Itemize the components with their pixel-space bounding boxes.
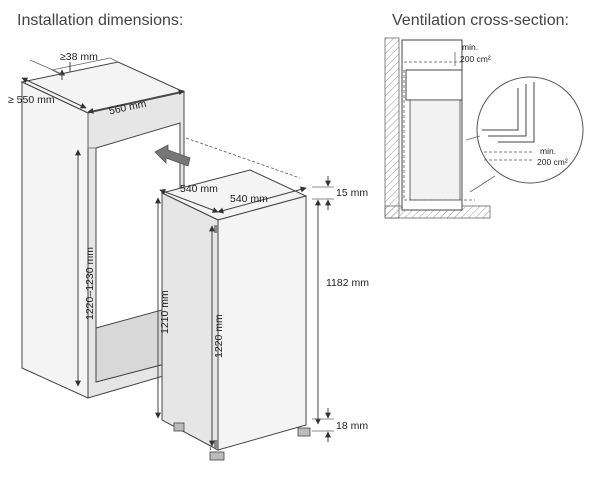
dim-appliance-height-front: 1210 mm [159,290,171,334]
detail-magnifier [476,76,584,184]
appliance-front [217,195,307,451]
ventilation-heading: Ventilation cross-section: [392,12,569,29]
dim-appliance-height-side: 1220 mm [213,314,225,358]
vent-bottom-min: min. [540,146,556,156]
dim-appliance-width: 540 mm [230,193,268,205]
vent-bottom-area: 200 cm² [537,157,568,167]
dim-appliance-depth: 540 mm [180,183,218,195]
dim-gap-top: ≥38 mm [60,51,98,63]
vent-top-area: 200 cm² [460,54,491,64]
dim-door-height: 1182 mm [326,277,369,289]
wall-hatch [384,37,400,219]
dim-depth-niche: ≥ 550 mm [8,94,55,106]
dim-top-offset: 15 mm [336,187,368,199]
insert-arrow-icon [154,144,191,167]
dim-bottom-offset: 18 mm [336,420,368,432]
installation-heading: Installation dimensions: [17,12,184,29]
ventilation-section: min. 200 cm² min. 200 cm² [384,37,584,219]
vent-top-min: min. [462,42,478,52]
ventilation-appliance [409,99,461,201]
appliance [160,169,311,461]
dim-niche-height: 1220–1230 mm [84,247,96,320]
